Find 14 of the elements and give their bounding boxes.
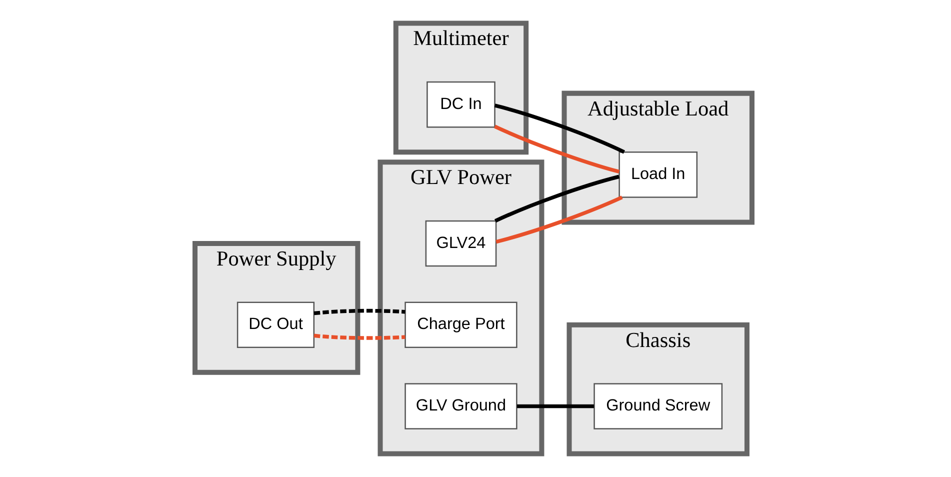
connector bbox=[313, 308, 405, 316]
node-box: DC Out bbox=[236, 302, 314, 348]
connector bbox=[313, 334, 405, 340]
node-box: Load In bbox=[618, 152, 698, 198]
node-box: GLV24 bbox=[424, 220, 496, 267]
connector bbox=[516, 404, 594, 408]
node-box: DC In bbox=[426, 81, 495, 128]
node-box: Ground Screw bbox=[593, 383, 722, 430]
connector bbox=[494, 124, 620, 174]
node-box: Charge Port bbox=[404, 302, 517, 348]
node-box: GLV Ground bbox=[404, 383, 517, 430]
connector bbox=[494, 174, 619, 223]
connector bbox=[494, 104, 624, 154]
connector bbox=[495, 196, 622, 244]
